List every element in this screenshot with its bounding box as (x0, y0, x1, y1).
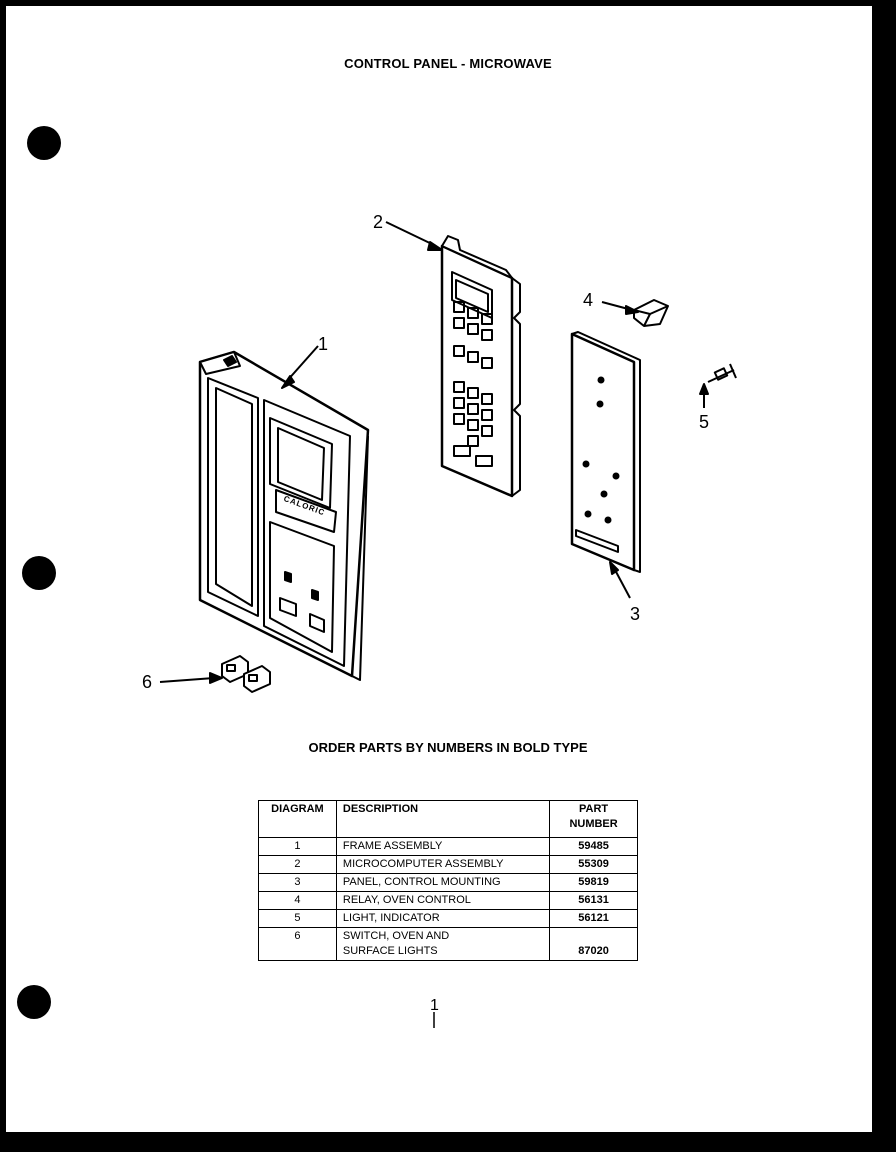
row-description: MICROCOMPUTER ASSEMBLY (335, 855, 551, 874)
microcomputer-assembly-part (440, 235, 521, 498)
row-part-number: 87020 (549, 927, 638, 961)
callout-6: 6 (142, 672, 152, 692)
row-diagram: 3 (258, 873, 337, 892)
callout-1: 1 (318, 334, 328, 354)
callout-5: 5 (699, 412, 709, 432)
row-part-number: 59819 (549, 873, 638, 892)
row-diagram: 2 (258, 855, 337, 874)
order-instructions: ORDER PARTS BY NUMBERS IN BOLD TYPE (308, 740, 588, 755)
row-description: FRAME ASSEMBLY (335, 837, 551, 856)
table-row: 1 FRAME ASSEMBLY 59485 (258, 837, 638, 856)
row-diagram: 4 (258, 891, 337, 910)
table-row: 3 PANEL, CONTROL MOUNTING 59819 (258, 873, 638, 892)
page-mark: 1 (430, 997, 439, 1014)
row-description: PANEL, CONTROL MOUNTING (335, 873, 551, 892)
switch-parts (221, 655, 271, 693)
callout-2: 2 (373, 212, 383, 232)
row-diagram: 5 (258, 909, 337, 928)
binder-hole-middle (22, 556, 56, 590)
callout-4: 4 (583, 290, 593, 310)
table-row: 4 RELAY, OVEN CONTROL 56131 (258, 891, 638, 910)
row-diagram: 6 (258, 927, 337, 961)
row-description: SWITCH, OVEN AND SURFACE LIGHTS (335, 927, 551, 961)
parts-table: DIAGRAM DESCRIPTION PART NUMBER 1 FRAME … (258, 800, 638, 961)
frame-assembly-part (198, 350, 370, 681)
binder-hole-top (27, 126, 61, 160)
row-part-number: 59485 (549, 837, 638, 856)
header-diagram: DIAGRAM (258, 800, 337, 838)
part-callouts: 1 2 3 4 5 6 (142, 212, 709, 692)
row-part-number: 56121 (549, 909, 638, 928)
header-part-number: PART NUMBER (549, 800, 638, 838)
row-description: RELAY, OVEN CONTROL (335, 891, 551, 910)
table-row: 6 SWITCH, OVEN AND SURFACE LIGHTS 87020 (258, 927, 638, 961)
page-title: CONTROL PANEL - MICROWAVE (344, 56, 552, 71)
callout-3: 3 (630, 604, 640, 624)
binder-hole-bottom (17, 985, 51, 1019)
relay-part (633, 299, 669, 327)
leader-lines (159, 221, 709, 684)
row-description: LIGHT, INDICATOR (335, 909, 551, 928)
control-mounting-panel-part (570, 331, 641, 573)
indicator-light-part (707, 363, 737, 383)
table-row: 5 LIGHT, INDICATOR 56121 (258, 909, 638, 928)
header-description: DESCRIPTION (335, 800, 551, 838)
table-row: 2 MICROCOMPUTER ASSEMBLY 55309 (258, 855, 638, 874)
table-header-row: DIAGRAM DESCRIPTION PART NUMBER (258, 800, 638, 838)
row-diagram: 1 (258, 837, 337, 856)
row-part-number: 55309 (549, 855, 638, 874)
row-part-number: 56131 (549, 891, 638, 910)
